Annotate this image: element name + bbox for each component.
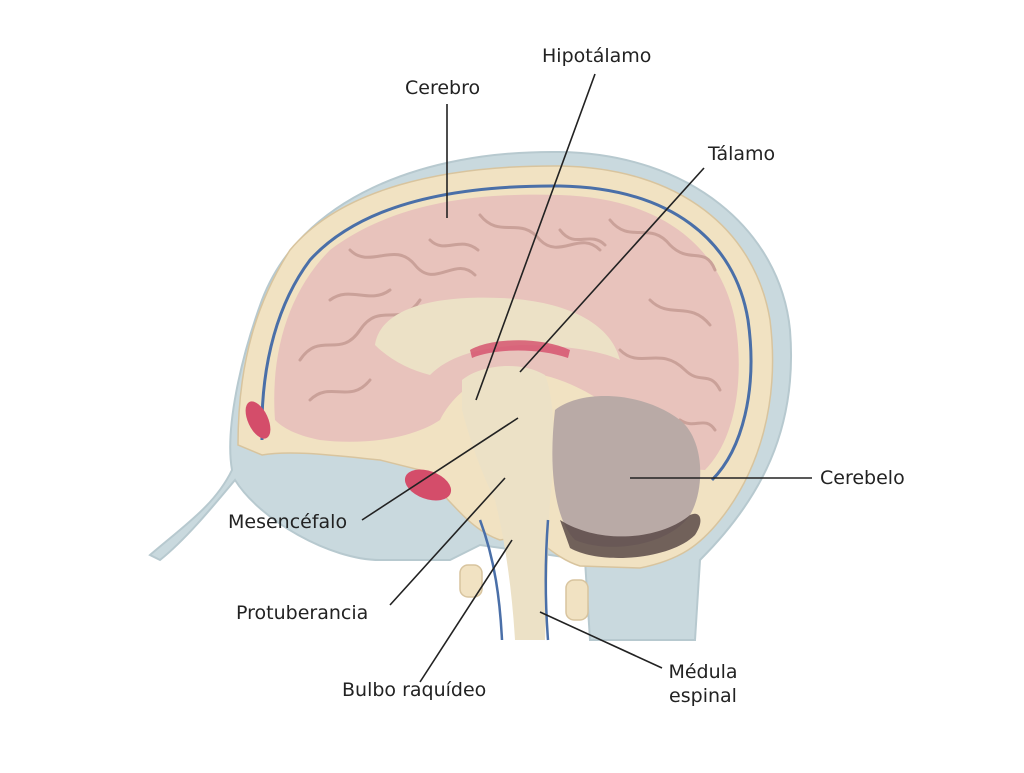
- leader-medula: [539, 611, 663, 669]
- label-bulbo: Bulbo raquídeo: [342, 679, 487, 701]
- label-medula-line2: espinal: [669, 685, 737, 707]
- corpus-callosum: [375, 297, 620, 375]
- cerebellum: [552, 396, 701, 547]
- label-medula: Médula espinal: [662, 660, 744, 708]
- leader-hipotalamo: [475, 73, 596, 401]
- label-medula-line1: Médula: [668, 661, 738, 683]
- leader-mesencefalo: [361, 417, 519, 521]
- brainstem: [462, 365, 554, 640]
- frontal-sinus: [245, 401, 271, 439]
- label-protuberancia: Protuberancia: [236, 602, 369, 624]
- label-talamo: Tálamo: [708, 143, 776, 165]
- spinal-dura: [478, 519, 550, 641]
- sphenoid-sinus: [404, 469, 452, 501]
- label-mesencefalo: Mesencéfalo: [228, 511, 348, 533]
- label-cerebelo: Cerebelo: [820, 467, 905, 489]
- vertebra-2: [565, 579, 589, 621]
- leader-protuberancia: [389, 477, 506, 606]
- cerebellum-shadow: [560, 513, 701, 558]
- leader-talamo: [519, 167, 705, 373]
- leader-bulbo: [419, 539, 513, 683]
- dura-line: [260, 184, 753, 482]
- label-hipotalamo: Hipotálamo: [542, 45, 652, 67]
- vertebra-1: [459, 564, 483, 598]
- leader-lines: [361, 73, 812, 683]
- label-cerebro: Cerebro: [405, 77, 481, 99]
